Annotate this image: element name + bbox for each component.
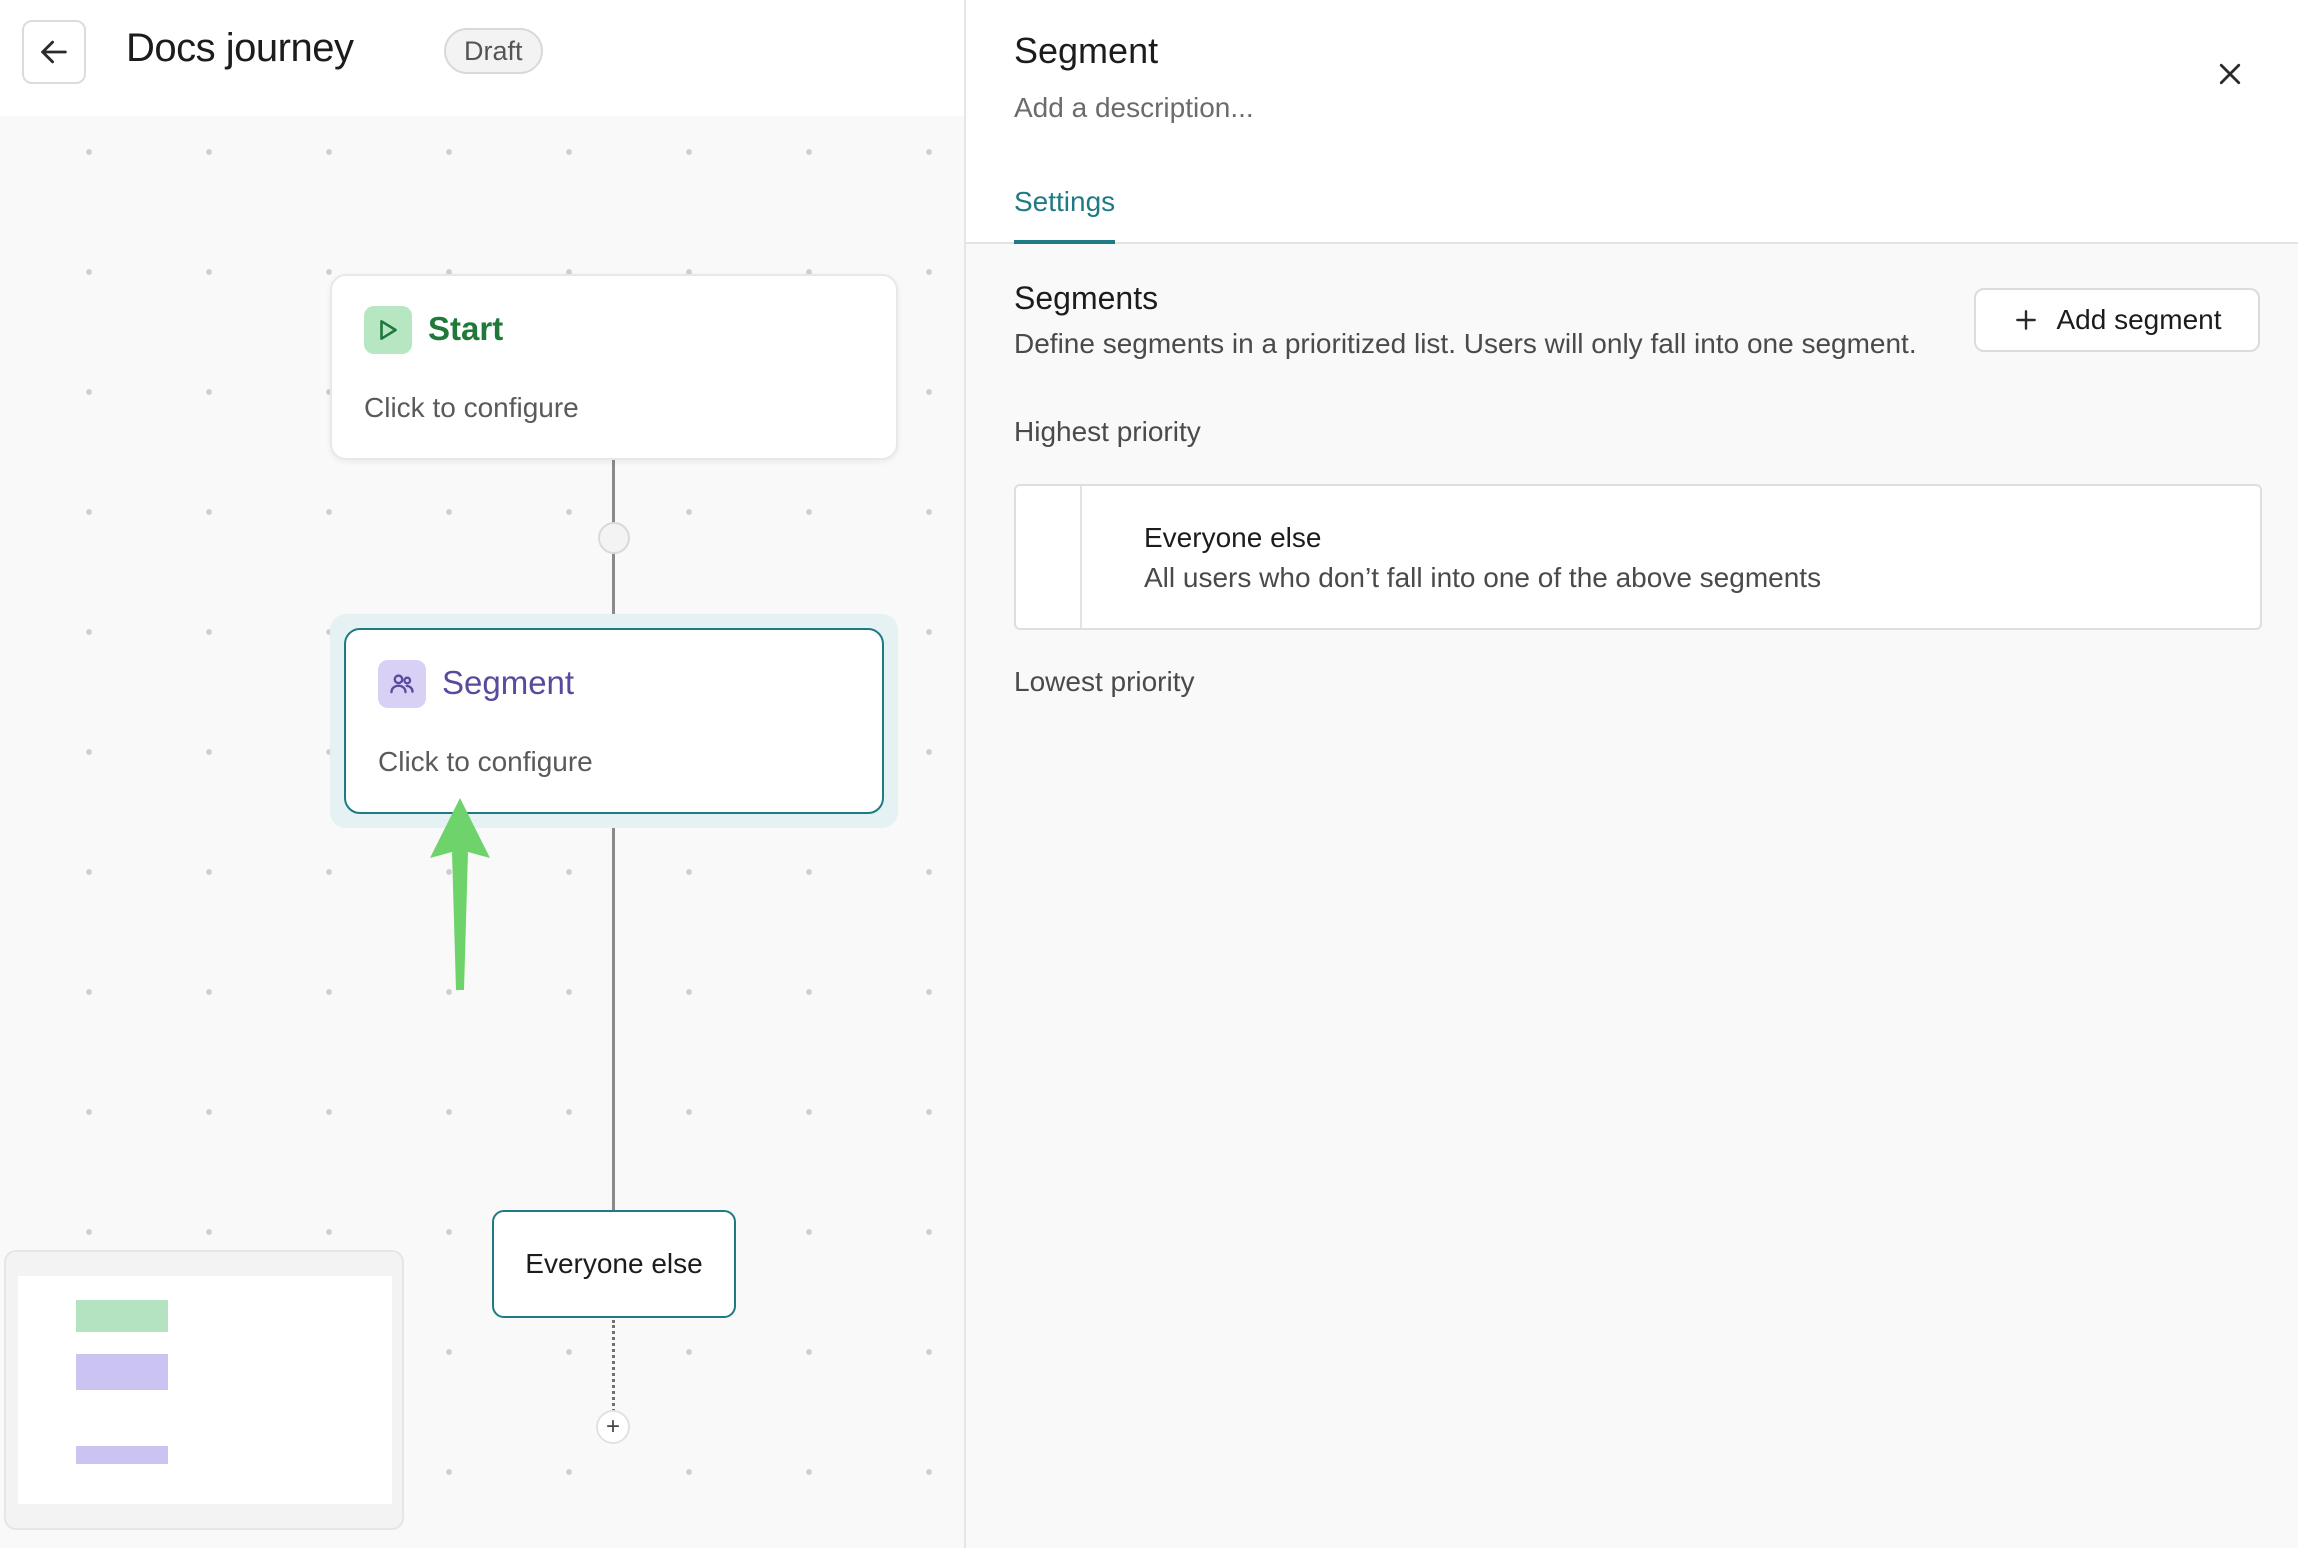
start-icon-box — [364, 306, 412, 354]
lowest-priority-label: Lowest priority — [1014, 666, 1195, 697]
minimap-branch-node — [76, 1446, 168, 1464]
close-icon — [2219, 63, 2241, 85]
segments-section-description: Define segments in a prioritized list. U… — [1014, 328, 1917, 359]
start-node[interactable]: Start Click to configure — [330, 274, 898, 460]
minimap-segment-node — [76, 1354, 168, 1390]
tab-settings[interactable]: Settings — [1014, 186, 1116, 244]
segment-item-description: All users who don’t fall into one of the… — [1144, 562, 1822, 593]
close-button[interactable] — [2210, 54, 2250, 94]
connector-segment-branch — [612, 828, 615, 1210]
page-title: Docs journey — [126, 26, 354, 70]
segment-item-name: Everyone else — [1144, 522, 1322, 553]
insert-step-handle[interactable] — [598, 522, 630, 554]
back-button[interactable] — [22, 20, 86, 84]
segment-settings-panel: Segment Add a description... Settings Se… — [964, 0, 2298, 1548]
add-segment-button[interactable]: Add segment — [1974, 288, 2260, 352]
segment-icon-box — [378, 660, 426, 708]
users-icon — [390, 674, 414, 694]
segment-node[interactable]: Segment Click to configure — [344, 628, 884, 814]
minimap[interactable] — [4, 1250, 404, 1530]
panel-header: Segment Add a description... Settings — [966, 0, 2298, 244]
add-step-button[interactable]: + — [596, 1410, 630, 1444]
segment-drag-handle[interactable] — [1016, 486, 1082, 628]
segment-node-subtitle: Click to configure — [378, 746, 593, 777]
branch-node-everyone-else[interactable]: Everyone else — [492, 1210, 736, 1318]
plus-icon — [2015, 310, 2036, 330]
play-icon — [380, 320, 397, 340]
journey-canvas[interactable]: Docs journey Draft Start Click to config… — [0, 0, 964, 1548]
panel-title[interactable]: Segment — [1014, 30, 1159, 71]
description-field[interactable]: Add a description... — [1014, 92, 1254, 123]
minimap-viewport — [18, 1276, 392, 1504]
annotation-arrow — [430, 798, 490, 990]
segment-list-item[interactable]: Everyone else All users who don’t fall i… — [1014, 484, 2262, 630]
arrow-left-icon — [41, 40, 67, 64]
minimap-start-node — [76, 1300, 168, 1332]
highest-priority-label: Highest priority — [1014, 416, 1201, 447]
segment-node-title: Segment — [442, 664, 575, 701]
segments-section-title: Segments — [1014, 280, 1159, 316]
status-badge: Draft — [444, 28, 543, 74]
top-bar: Docs journey Draft — [0, 0, 964, 116]
start-node-title: Start — [428, 310, 504, 347]
add-segment-label: Add segment — [2056, 304, 2222, 335]
start-node-subtitle: Click to configure — [364, 392, 579, 423]
dotted-connector — [612, 1320, 615, 1412]
